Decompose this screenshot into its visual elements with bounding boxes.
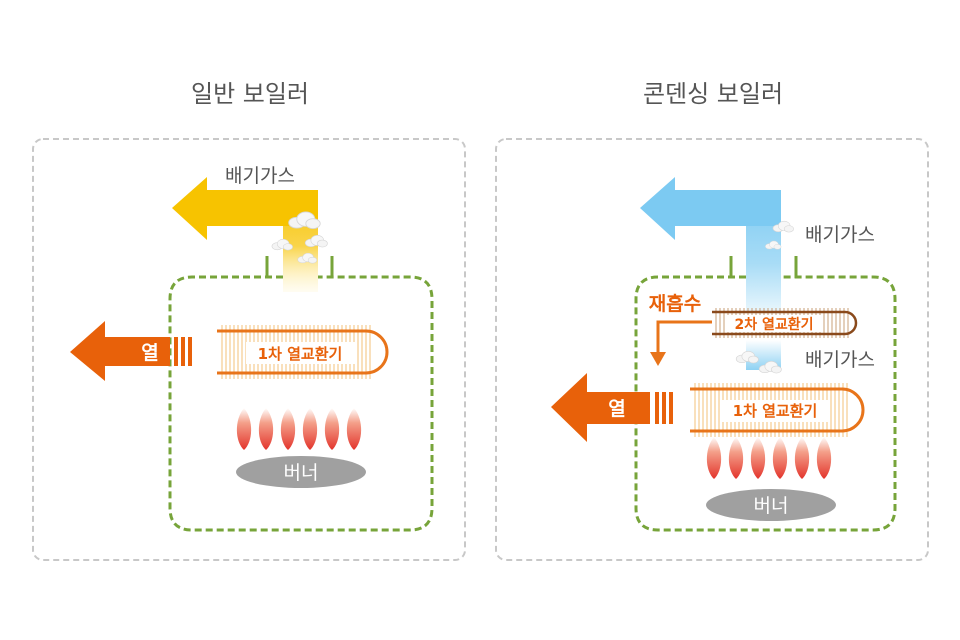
primary-heat-exchanger: 1차 열교환기 xyxy=(217,325,389,379)
flame xyxy=(750,437,766,479)
panel-border xyxy=(495,138,929,561)
burner-label: 버너 xyxy=(754,495,789,517)
flame xyxy=(258,408,274,450)
general-boiler-panel: 일반 보일러 배기가스 열 1차 열교환기 버너 xyxy=(32,80,466,561)
heat-arrow-stripe xyxy=(188,337,192,366)
flame xyxy=(816,437,832,479)
heat-arrow-stripe xyxy=(174,337,178,366)
condensing-boiler-panel: 콘덴싱 보일러 배기가스 재흡수 2차 열교환기 배기가스 열 xyxy=(495,80,929,561)
flame xyxy=(794,437,810,479)
panel-title: 일반 보일러 xyxy=(191,80,309,108)
flame xyxy=(706,437,722,479)
exchanger-label-bg xyxy=(246,342,356,364)
panel-border xyxy=(32,138,466,561)
panel-title: 콘덴싱 보일러 xyxy=(643,80,783,108)
flame xyxy=(346,408,362,450)
reabsorb-label: 재흡수 xyxy=(649,292,701,315)
exhaust-arrow xyxy=(172,177,318,240)
secondary-heat-exchanger: 2차 열교환기 xyxy=(712,308,858,338)
reabsorb-arrow xyxy=(656,320,712,355)
burner-label: 버너 xyxy=(284,462,319,484)
flame xyxy=(324,408,340,450)
burner xyxy=(236,456,366,488)
boiler-outline xyxy=(634,275,897,532)
heat-arrow-stripe xyxy=(181,337,185,366)
exchanger-tube xyxy=(217,329,389,375)
exchanger-label-bg xyxy=(720,400,830,422)
reabsorb-arrowhead xyxy=(650,352,666,366)
flame xyxy=(302,408,318,450)
secondary-exchanger-label: 2차 열교환기 xyxy=(734,316,813,333)
secondary-label-bg xyxy=(726,315,822,332)
heat-label: 열 xyxy=(608,398,625,420)
exchanger-label: 1차 열교환기 xyxy=(258,345,343,363)
exchanger-label: 1차 열교환기 xyxy=(733,402,818,420)
flame xyxy=(280,408,296,450)
boiler-outline xyxy=(168,275,434,532)
burner-flames xyxy=(236,408,362,450)
flame xyxy=(728,437,744,479)
exhaust-label-top: 배기가스 xyxy=(805,224,875,246)
heat-arrow-stripe xyxy=(662,392,666,424)
secondary-exchanger-tube xyxy=(712,310,858,336)
heat-arrow xyxy=(70,321,170,381)
exchanger-tube xyxy=(690,387,865,433)
exhaust-arrow xyxy=(640,177,781,240)
heat-arrow-stripe xyxy=(655,392,659,424)
exhaust-label-mid: 배기가스 xyxy=(805,349,875,371)
burner xyxy=(706,489,836,521)
primary-heat-exchanger: 1차 열교환기 xyxy=(690,383,865,437)
flame xyxy=(236,408,252,450)
exhaust-label: 배기가스 xyxy=(225,165,295,187)
flame xyxy=(772,437,788,479)
heat-arrow xyxy=(551,373,650,442)
burner-flames xyxy=(706,437,832,479)
heat-arrow-stripe xyxy=(669,392,673,424)
heat-label: 열 xyxy=(141,342,158,364)
